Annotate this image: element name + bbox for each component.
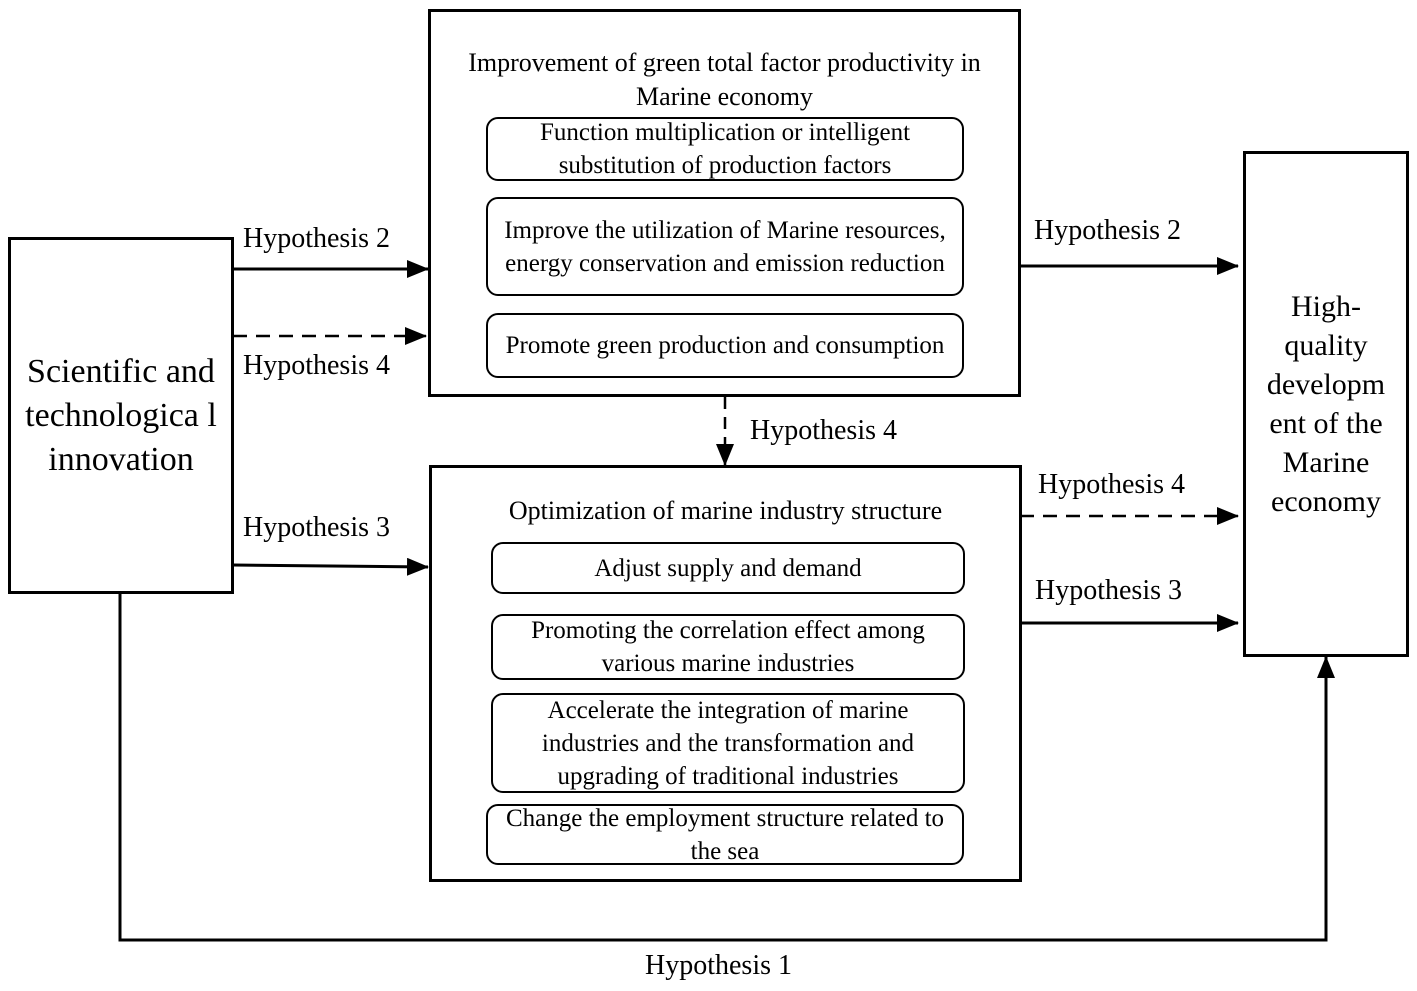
edge-label-src-to-gtfp-dashed: Hypothesis 4 (243, 350, 390, 381)
target-node-label: High-quality developm ent of the Marine … (1266, 290, 1386, 518)
gtfp-item: Promote green production and consumption (486, 313, 964, 378)
gtfp-item: Function multiplication or intelligent s… (486, 117, 964, 181)
edge-label-structure-to-target: Hypothesis 3 (1035, 575, 1182, 606)
structure-title: Optimization of marine industry structur… (508, 496, 943, 525)
source-node-label: Scientific and technologica l innovation (25, 352, 217, 478)
structure-item: Adjust supply and demand (491, 542, 965, 594)
edge-label-structure-to-target-dashed: Hypothesis 4 (1038, 469, 1185, 500)
gtfp-item: Improve the utilization of Marine resour… (486, 197, 964, 296)
arrow-src-to-structure (232, 557, 429, 576)
edge-label-src-to-gtfp: Hypothesis 2 (243, 223, 390, 254)
edge-label-src-to-structure: Hypothesis 3 (243, 512, 390, 543)
gtfp-title: Improvement of green total factor produc… (468, 48, 981, 111)
structure-item: Promoting the correlation effect among v… (491, 614, 965, 680)
structure-item: Change the employment structure related … (486, 804, 964, 865)
edge-label-src-to-target-direct: Hypothesis 1 (645, 950, 792, 981)
target-node: High-quality developm ent of the Marine … (1243, 151, 1409, 657)
arrow-src-to-target-direct (118, 594, 1335, 942)
edge-label-gtfp-to-structure: Hypothesis 4 (750, 415, 897, 446)
structure-item: Accelerate the integration of marine ind… (491, 693, 965, 793)
edge-label-gtfp-to-target: Hypothesis 2 (1034, 215, 1181, 246)
source-node: Scientific and technologica l innovation (8, 237, 234, 594)
